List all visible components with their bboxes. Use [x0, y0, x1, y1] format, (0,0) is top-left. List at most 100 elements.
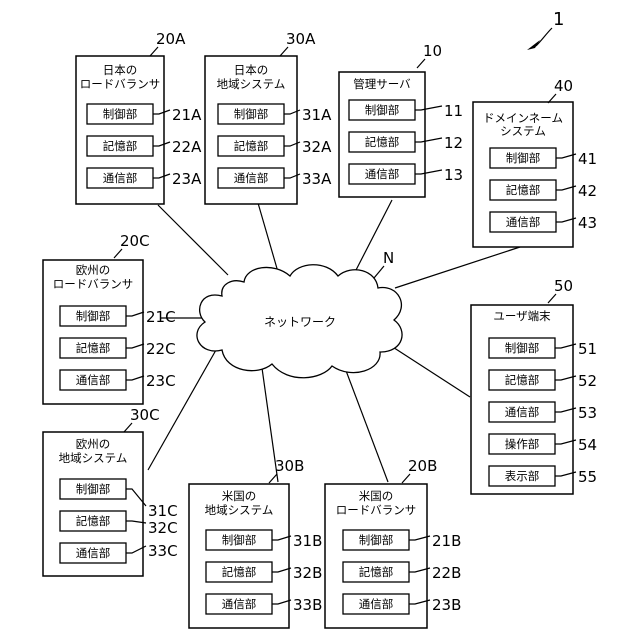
component-3: 通信部33B [206, 594, 322, 614]
node-subtitle: ロードバランサ [80, 77, 161, 91]
component-ref: 21C [146, 308, 176, 326]
component-label: 通信部 [365, 167, 400, 181]
component-2: 記憶部 22C [60, 338, 176, 358]
component-2: 記憶部 22A [87, 136, 202, 156]
component-ref: 52 [578, 372, 597, 390]
component-1: 制御部 11 [349, 100, 463, 120]
node-ref-leader [280, 47, 288, 56]
node-ref: 40 [554, 77, 573, 95]
component-label: 記憶部 [365, 135, 400, 149]
link-user [385, 342, 470, 397]
component-ref: 51 [578, 340, 597, 358]
component-2: 記憶部 12 [349, 132, 463, 152]
component-ref: 22C [146, 340, 176, 358]
node-ref: 20B [408, 457, 437, 475]
component-3: 通信部33C [60, 542, 178, 563]
node-subtitle: 地域システム [205, 503, 274, 517]
component-label: 制御部 [222, 533, 257, 547]
node-ref-leader [114, 249, 122, 258]
node-eu-lb: 欧州のロードバランサ20C制御部21C記憶部22C通信部23C [43, 232, 176, 404]
component-1: 制御部31A [218, 104, 332, 124]
component-label: 制御部 [103, 107, 138, 121]
system-ref-arrow [536, 28, 552, 46]
component-2: 記憶部22B [343, 562, 461, 582]
node-ref-leader [402, 474, 410, 483]
component-label: 制御部 [365, 103, 400, 117]
component-ref: 23A [172, 170, 202, 188]
node-title: ドメインネーム [483, 111, 563, 125]
node-ref: 30B [275, 457, 304, 475]
component-label: 通信部 [359, 597, 394, 611]
node-subtitle: 地域システム [217, 77, 286, 91]
component-label: 記憶部 [505, 373, 540, 387]
component-2: 記憶部 52 [489, 370, 597, 390]
component-ref: 42 [578, 182, 597, 200]
component-3: 通信部 23B [343, 594, 461, 614]
component-label: 通信部 [234, 171, 269, 185]
component-ref: 32B [293, 564, 322, 582]
component-ref: 32C [148, 519, 178, 537]
network-label: ネットワーク [264, 315, 336, 329]
component-label: 記憶部 [506, 183, 541, 197]
node-jp-lb: 日本のロードバランサ20A制御部21A記憶部22A通信部23A [76, 30, 202, 204]
network-ref: N [383, 249, 394, 267]
component-3: 通信部23A [87, 168, 202, 188]
node-ref-leader [548, 294, 556, 303]
node-title: 米国の [359, 489, 394, 503]
component-ref: 33C [148, 542, 178, 560]
component-ref: 23B [432, 596, 461, 614]
node-jp-rs: 日本の地域システム30A制御部31A記憶部32A通信部33A [205, 30, 332, 204]
node-subtitle: システム [500, 124, 546, 138]
component-label: 制御部 [505, 341, 540, 355]
node-subtitle: 地域システム [59, 451, 128, 465]
node-eu-rs: 欧州の地域システム30C制御部31C記憶部32C通信部33C [43, 406, 178, 576]
component-label: 制御部 [76, 309, 111, 323]
node-ref: 20C [120, 232, 150, 250]
component-ref: 21A [172, 106, 202, 124]
node-user: ユーザ端末50制御部51記憶部52通信部53操作部54表示部55 [471, 277, 597, 494]
node-us-lb: 米国のロードバランサ20B制御部21B記憶部22B通信部23B [325, 457, 461, 628]
component-ref: 41 [578, 150, 597, 168]
component-ref: 54 [578, 436, 597, 454]
component-label: 記憶部 [76, 341, 111, 355]
node-dns: ドメインネームシステム 40 制御部41 記憶部 42 通信部 43 [473, 77, 597, 247]
component-ref: 43 [578, 214, 597, 232]
link-us-lb [345, 368, 388, 482]
node-title: 管理サーバ [353, 77, 411, 91]
system-ref-label: 1 [553, 9, 564, 30]
node-ref: 30C [130, 406, 160, 424]
node-subtitle: ロードバランサ [336, 503, 417, 517]
component-3: 通信部 43 [490, 212, 597, 232]
node-ref-leader [124, 423, 132, 432]
component-label: 制御部 [359, 533, 394, 547]
component-ref: 32A [302, 138, 332, 156]
component-4: 操作部54 [489, 434, 597, 454]
node-us-rs: 米国の地域システム30B制御部31B記憶部32B通信部33B [189, 457, 322, 628]
component-ref: 22B [432, 564, 461, 582]
component-1: 制御部41 [490, 148, 597, 168]
node-subtitle: ロードバランサ [53, 277, 134, 291]
component-label: 表示部 [505, 469, 540, 483]
network-ref-leader [374, 266, 384, 278]
node-ref-leader [417, 59, 425, 68]
node-title: 日本の [234, 63, 269, 77]
component-label: 通信部 [222, 597, 257, 611]
node-title: 日本の [103, 63, 138, 77]
component-ref: 55 [578, 468, 597, 486]
component-ref: 22A [172, 138, 202, 156]
component-label: 記憶部 [234, 139, 269, 153]
node-ref: 30A [286, 30, 316, 48]
link-jp-lb [158, 205, 228, 275]
node-mgmt: 管理サーバ10制御部11記憶部12通信部13 [339, 42, 463, 197]
node-ref-leader [269, 474, 277, 483]
component-ref: 12 [444, 134, 463, 152]
component-ref: 11 [444, 102, 463, 120]
component-label: 通信部 [506, 215, 541, 229]
component-ref: 31B [293, 532, 322, 550]
component-label: 記憶部 [103, 139, 138, 153]
component-2: 記憶部32B [206, 562, 322, 582]
component-label: 通信部 [505, 405, 540, 419]
node-title: ユーザ端末 [493, 309, 551, 323]
component-5: 表示部 55 [489, 466, 597, 486]
